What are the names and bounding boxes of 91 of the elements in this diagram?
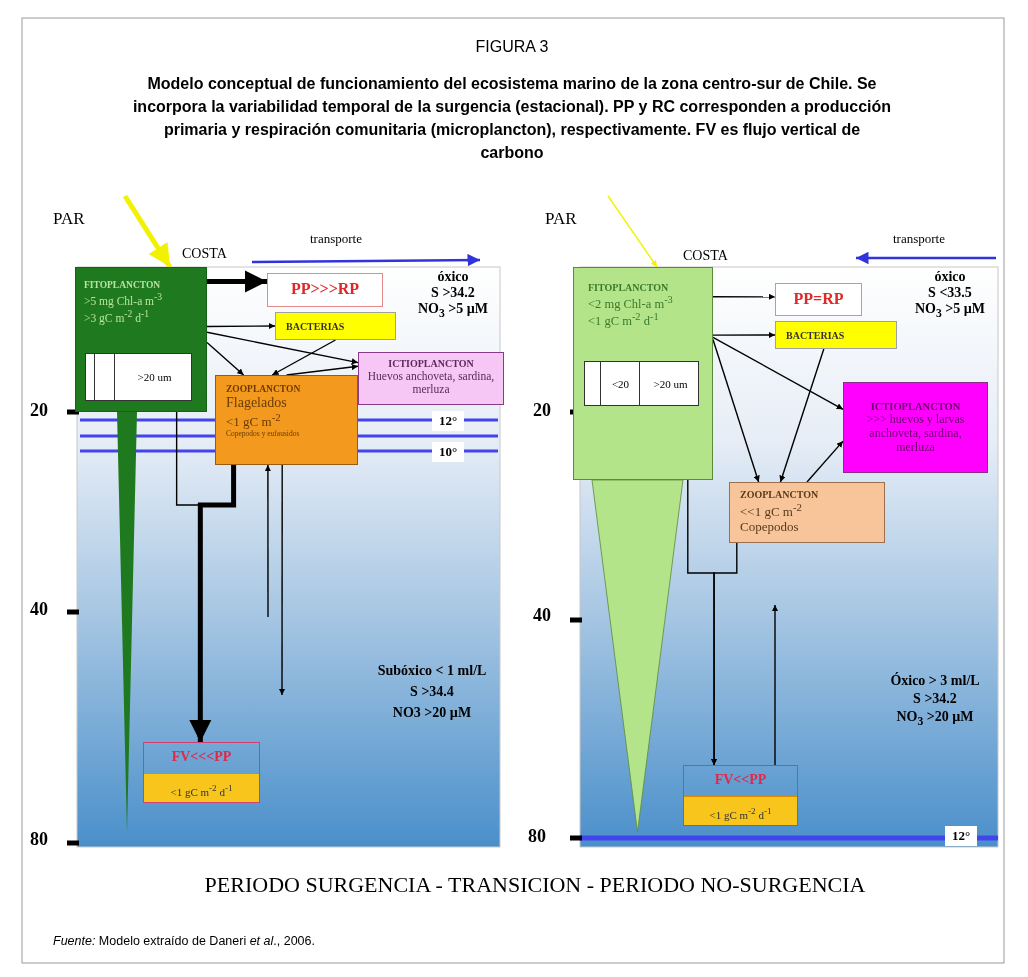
body-text: <2 mg Chl-a m$^{-3}$ (588, 293, 674, 312)
arrow (710, 542, 738, 766)
ratio-box (267, 273, 383, 307)
body-text: >>> huevos y larvas anchoveta, sardina, merluza (865, 413, 966, 455)
box-text: BACTERIAS (786, 330, 846, 342)
box-text: BACTERIAS (286, 321, 346, 333)
heading-text: ZOOPLANCTON (740, 489, 820, 501)
depth-label: 20 (533, 401, 551, 421)
size-class-text: >20 um (114, 354, 194, 400)
heading-text: FITOPLANCTON (588, 282, 670, 294)
arrow (271, 339, 337, 376)
water-property-text: S >34.4 (410, 684, 454, 700)
body-text: Copepodos (740, 519, 800, 535)
body-text: >5 mg Chl-a m$^{-3}$ (84, 290, 164, 308)
arrow (206, 331, 359, 365)
process-box (843, 382, 988, 473)
isotherm-label: 12° (431, 411, 465, 432)
arrow (712, 336, 844, 410)
depth-label: 80 (528, 827, 546, 847)
arrow (278, 464, 286, 696)
depth-label: 20 (30, 401, 48, 421)
heading-text: ICTIOPLANCTON (387, 358, 475, 370)
isotherm-label: 12° (944, 826, 978, 847)
flux-value-text: <1 gC m$^{-2}$ d$^{-1}$ (144, 772, 259, 802)
arrow (712, 331, 776, 339)
period-label: PERIODO SURGENCIA - TRANSICION - PERIODO NO-SURGENCIA (204, 873, 866, 898)
water-property-text: óxico (437, 269, 469, 285)
biomass-wedge (592, 480, 683, 832)
figure-description: Modelo conceptual de funcionamiento del ecosistema marino de la zona centro-sur de Chile. Se incorpora la variabilidad temporal de la surgencia (estacional). PP y RC corresponden a producción primaria y respiración comunitaria (microplancton), respectivamente. FV es flujo vertical de carbono (132, 74, 892, 163)
heading-text: ICTIOPLANCTON (869, 401, 962, 414)
water-property-text: NO$_{3}$ >5 µM (417, 301, 489, 321)
transport-label: transporte (310, 232, 362, 247)
water-property-text: S <33.5 (928, 285, 972, 301)
water-property-text: Subóxico < 1 ml/L (377, 663, 487, 679)
coast-label: COSTA (182, 246, 227, 262)
light-label: PAR (53, 210, 85, 229)
body-text: Huevos anchoveta, sardina, merluza (366, 369, 496, 396)
depth-label: 80 (30, 830, 48, 850)
body-text: <<1 gC m$^{-2}$ (740, 500, 803, 520)
water-property-text: S >34.2 (913, 691, 957, 707)
process-box (775, 321, 897, 349)
process-box (275, 312, 396, 340)
arrow (712, 338, 760, 483)
body-text: >3 gC m$^{-2}$ d$^{-1}$ (84, 307, 150, 325)
arrow (122, 194, 173, 269)
depth-label: 40 (30, 600, 48, 620)
arrow (607, 195, 658, 268)
flux-box (683, 765, 798, 826)
size-class-table (584, 361, 699, 406)
figure-title: FIGURA 3 (475, 38, 549, 56)
coast-label: COSTA (683, 248, 728, 264)
flux-ratio-text: FV<<<PP (170, 748, 233, 766)
isotherm-label: 10° (431, 442, 465, 463)
process-box (358, 352, 504, 405)
light-label: PAR (545, 210, 577, 229)
process-box (729, 482, 885, 543)
water-property-text: NO$_{3}$ >20 µM (896, 709, 974, 729)
flux-value-text: <1 gC m$^{-2}$ d$^{-1}$ (684, 795, 797, 825)
body-text: <1 gC m$^{-2}$ (226, 411, 281, 431)
size-class-text: <20 (600, 362, 640, 405)
flux-box (143, 742, 260, 803)
water-property-text: S >34.2 (431, 285, 475, 301)
producer-box (573, 267, 713, 480)
transport-label: transporte (893, 232, 945, 247)
heading-text: ZOOPLANCTON (226, 384, 302, 395)
box-text: PP>>>RP (289, 280, 361, 299)
process-box (215, 375, 358, 465)
source-note: Fuente: Modelo extraído de Daneri et al., 2006. (53, 935, 315, 949)
water-property-text: NO3 >20 µM (392, 705, 472, 721)
water-property-text: Óxico > 3 ml/L (890, 673, 980, 689)
size-class-table (85, 353, 192, 401)
arrow (712, 293, 776, 300)
arrow (806, 440, 844, 483)
water-property-text: óxico (934, 269, 966, 285)
body-text: Flagelados (226, 394, 288, 411)
arrow (779, 348, 825, 483)
body-text: <1 gC m$^{-2}$ d$^{-1}$ (588, 311, 660, 329)
arrow (189, 465, 237, 742)
arrow (771, 604, 779, 766)
ratio-box (775, 283, 862, 316)
producer-box (75, 267, 207, 412)
box-text: PP=RP (792, 290, 845, 309)
heading-text: FITOPLANCTON (84, 280, 162, 291)
flux-ratio-text: FV<<PP (713, 771, 768, 789)
arrow (206, 322, 276, 330)
arrow (207, 270, 267, 293)
arrow (206, 341, 245, 376)
arrow (264, 464, 272, 618)
size-class-text: >20 um (639, 362, 701, 405)
depth-label: 40 (533, 606, 551, 626)
water-property-text: NO$_{3}$ >5 µM (914, 301, 986, 321)
